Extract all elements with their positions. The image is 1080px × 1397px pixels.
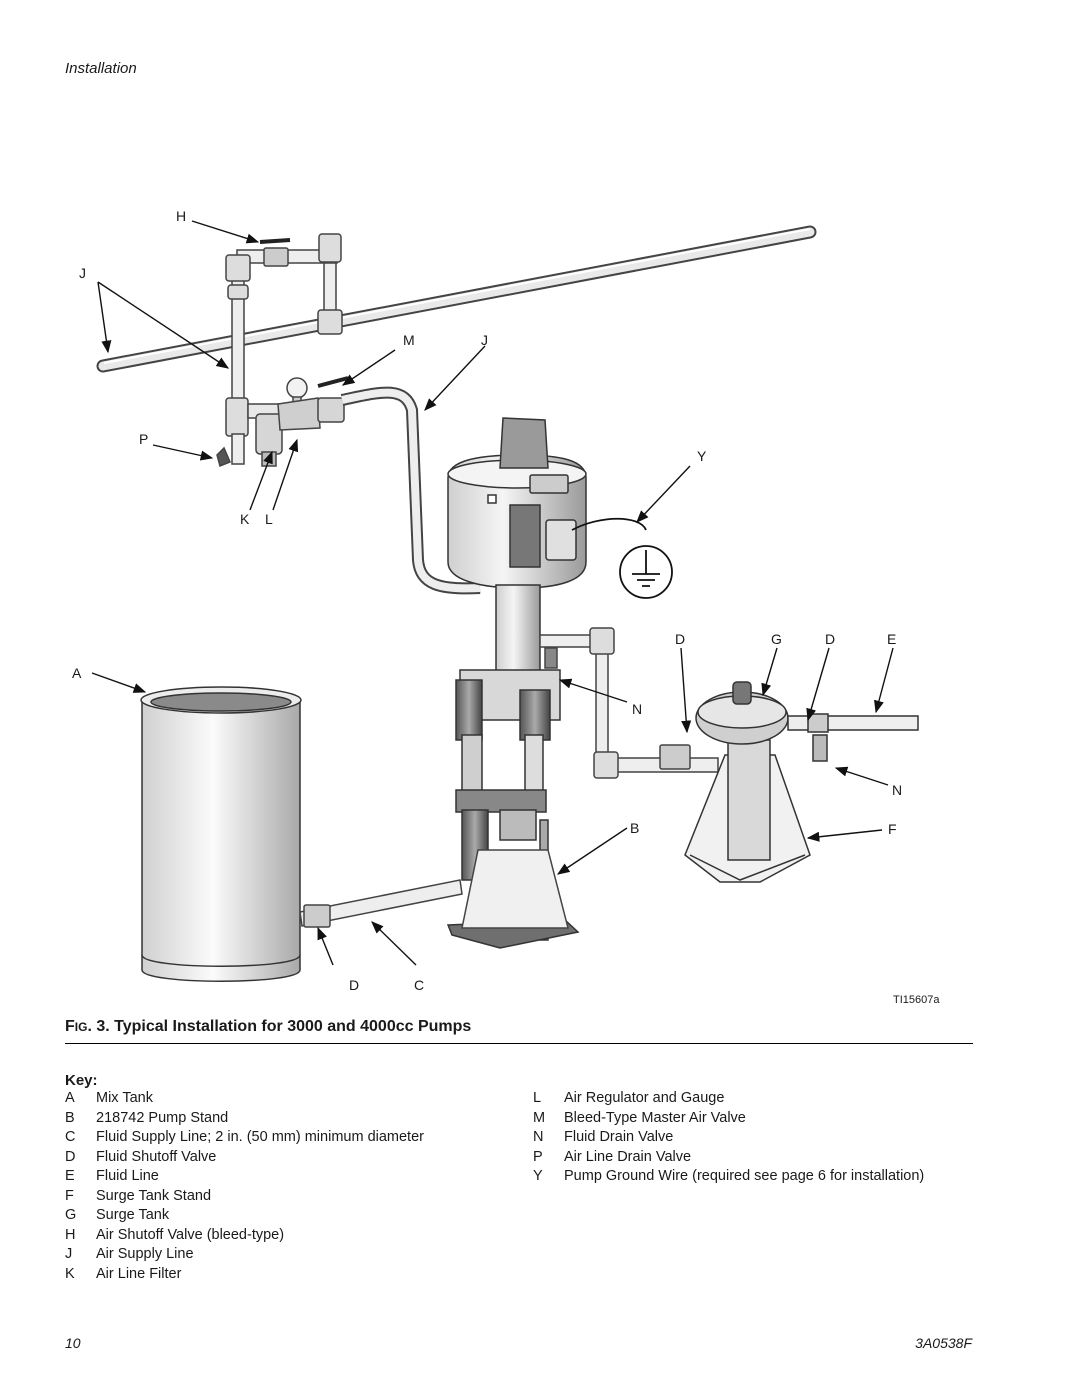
callout-j: J: [481, 332, 488, 348]
ground-symbol: [571, 517, 673, 599]
callout-d: D: [349, 977, 359, 993]
key-item: A Mix Tank: [65, 1089, 424, 1109]
key-letter: Y: [533, 1168, 543, 1184]
key-desc: Fluid Shutoff Valve: [96, 1148, 217, 1165]
key-item: P Air Line Drain Valve: [533, 1148, 924, 1168]
key-letter: G: [65, 1207, 77, 1223]
key-list-left: A Mix Tank B 218742 Pump Stand C Fluid Supp…: [65, 1089, 424, 1284]
key-letter: K: [65, 1265, 75, 1282]
key-letter: H: [65, 1226, 76, 1243]
fluid-line-pump-to-surge: [539, 627, 719, 779]
air-regulator-assembly: [216, 376, 349, 468]
key-letter: F: [65, 1187, 74, 1204]
callout-e: E: [887, 631, 896, 647]
key-desc: Air Line Filter: [96, 1265, 182, 1282]
key-letter: J: [65, 1246, 73, 1262]
key-letter: L: [533, 1090, 542, 1106]
key-item: N Fluid Drain Valve: [533, 1128, 924, 1148]
key-desc: Fluid Line: [96, 1168, 159, 1184]
key-title: Key:: [65, 1072, 98, 1089]
callout-y: Y: [697, 448, 707, 464]
callout-p: P: [139, 431, 148, 447]
callout-arrows: [91, 220, 894, 966]
key-item: Y Pump Ground Wire (required see page 6 f…: [533, 1167, 924, 1187]
callout-h: H: [176, 208, 186, 224]
callout-m: M: [403, 332, 415, 348]
key-letter: A: [65, 1090, 75, 1106]
callout-f: F: [888, 821, 897, 837]
key-item: K Air Line Filter: [65, 1265, 424, 1285]
key-desc: Surge Tank Stand: [96, 1187, 212, 1204]
key-list-right: L Air Regulator and Gauge M Bleed-Type Mas…: [533, 1089, 924, 1187]
pump-motor: [447, 417, 587, 589]
callout-d: D: [675, 631, 685, 647]
fluid-supply-line: [299, 879, 463, 928]
callout-a: A: [72, 665, 82, 681]
surge-tank: [684, 681, 919, 883]
key-desc: 218742 Pump Stand: [96, 1109, 229, 1126]
key-desc: Air Supply Line: [96, 1246, 194, 1262]
key-letter: P: [533, 1148, 543, 1165]
key-item: G Surge Tank: [65, 1206, 424, 1226]
callout-j: J: [79, 265, 86, 281]
caption-text: . 3. Typical Installation for 3000 and 4…: [87, 1018, 472, 1035]
key-letter: B: [65, 1109, 75, 1126]
key-desc: Air Regulator and Gauge: [564, 1090, 725, 1106]
callout-b: B: [630, 820, 639, 836]
key-desc: Surge Tank: [96, 1207, 170, 1223]
callout-l: L: [265, 511, 273, 527]
key-desc: Air Line Drain Valve: [564, 1148, 692, 1165]
pump-stand: [446, 819, 580, 949]
key-desc: Mix Tank: [96, 1090, 153, 1106]
callout-g: G: [771, 631, 782, 647]
key-item: H Air Shutoff Valve (bleed-type): [65, 1226, 424, 1246]
callout-k: K: [240, 511, 250, 527]
key-letter: N: [533, 1129, 544, 1145]
key-item: D Fluid Shutoff Valve: [65, 1148, 424, 1168]
document-id: 3A0538F: [915, 1335, 972, 1351]
callout-c: C: [414, 977, 424, 993]
key-item: J Air Supply Line: [65, 1245, 424, 1265]
key-item: E Fluid Line: [65, 1167, 424, 1187]
caption-prefix-small: IG: [74, 1020, 88, 1034]
section-header: Installation: [65, 60, 137, 77]
page-number: 10: [65, 1335, 81, 1351]
key-letter: E: [65, 1168, 75, 1184]
key-item: F Surge Tank Stand: [65, 1187, 424, 1207]
mix-tank: [140, 686, 302, 982]
key-letter: C: [65, 1129, 76, 1145]
key-desc: Fluid Supply Line; 2 in. (50 mm) minimum…: [96, 1129, 424, 1145]
figure-id: TI15607a: [893, 994, 940, 1006]
key-desc: Pump Ground Wire (required see page 6 fo…: [564, 1168, 925, 1184]
key-item: C Fluid Supply Line; 2 in. (50 mm) minimu…: [65, 1128, 424, 1148]
key-item: M Bleed-Type Master Air Valve: [533, 1109, 924, 1129]
air-drop-loop: [225, 233, 343, 403]
key-desc: Bleed-Type Master Air Valve: [564, 1109, 746, 1126]
key-letter: D: [65, 1148, 76, 1165]
installation-diagram: H J M J P K L Y A D G D E N N B F D C TI…: [72, 208, 940, 1006]
key-desc: Fluid Drain Valve: [564, 1129, 674, 1145]
pump-lower: [455, 584, 561, 881]
key-letter: M: [533, 1109, 546, 1126]
air-supply-line: [96, 225, 817, 373]
key-desc: Air Shutoff Valve (bleed-type): [96, 1226, 285, 1243]
key-item: B 218742 Pump Stand: [65, 1109, 424, 1129]
callout-n: N: [632, 701, 642, 717]
figure-caption: FIG. 3. Typical Installation for 3000 an…: [65, 1018, 973, 1044]
callout-d: D: [825, 631, 835, 647]
key-item: L Air Regulator and Gauge: [533, 1089, 924, 1109]
caption-prefix-big: F: [65, 1018, 75, 1035]
callout-n: N: [892, 782, 902, 798]
